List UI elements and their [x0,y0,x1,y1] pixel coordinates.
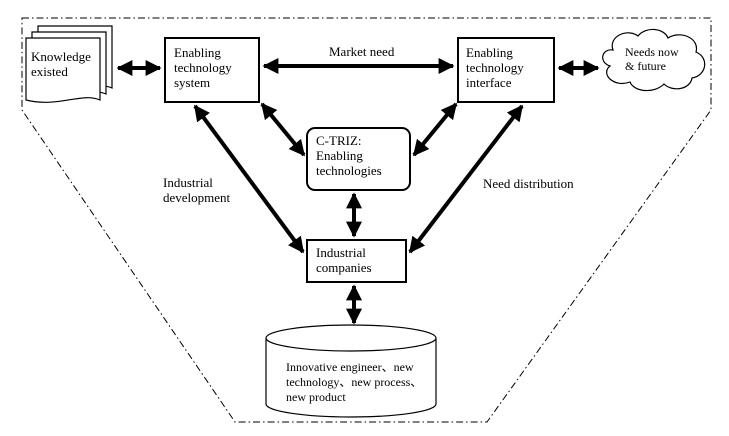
enabling-technology-system-box [164,37,260,103]
knowledge-document-stack [25,25,113,103]
outer-boundary [21,17,712,423]
interface-ctriz-arrow [412,102,458,157]
ctriz-label: C-TRIZ: Enabling technologies [316,133,382,178]
database-cylinder-shape [265,324,437,418]
enabling-technology-system-label: Enabling technology system [174,45,232,90]
enabling-technology-interface-label: Enabling technology interface [466,45,524,90]
industrial-development-label: Industrial development [163,175,231,205]
need-distribution-label: Need distribution [483,176,574,191]
system-ctriz-arrow [260,102,306,157]
needs-cloud-shape [602,28,706,92]
industrial-development-arrow [193,104,305,254]
enabling-technology-interface-box [457,37,555,103]
market-need-label: Market need [329,44,395,59]
need-distribution-arrow [408,104,524,254]
industrial-companies-box [306,239,407,283]
needs-label: Needs now & future [625,45,679,73]
knowledge-label: Knowledge existed [31,49,91,79]
database-label: Innovative engineer、new technology、new p… [286,360,423,404]
industrial-companies-label: Industrial companies [316,245,372,275]
